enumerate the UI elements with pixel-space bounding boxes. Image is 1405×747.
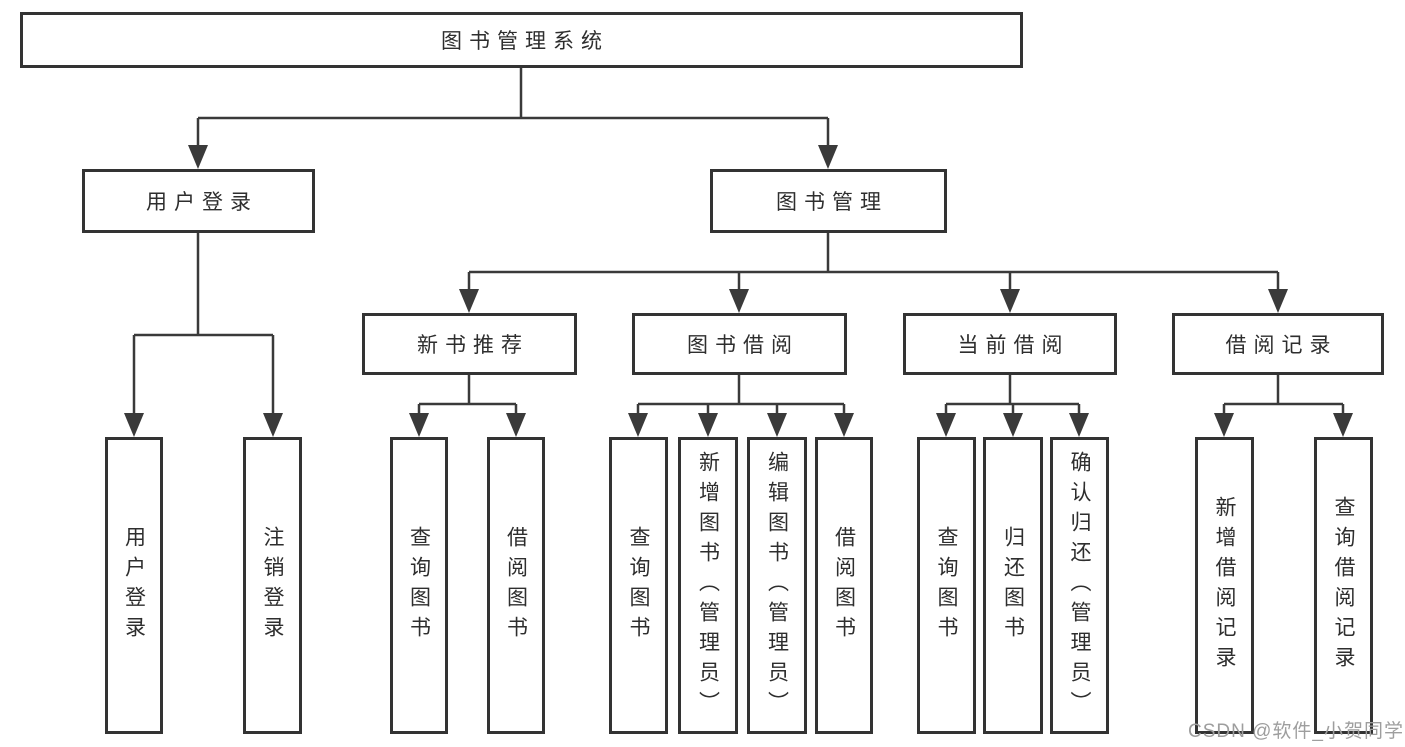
- node-label: 用户登录: [146, 191, 258, 214]
- leaf-label: 注销登录: [261, 525, 285, 646]
- leaf-query-borrow-record: 查询借阅记录: [1314, 437, 1373, 734]
- node-label: 当前借阅: [957, 334, 1070, 357]
- leaf-add-borrow-record: 新增借阅记录: [1195, 437, 1254, 734]
- leaf-label: 查询图书: [407, 525, 431, 646]
- leaf-user-login: 用户登录: [105, 437, 163, 734]
- leaf-label: 归还图书: [1001, 525, 1025, 646]
- node-current-borrowing: 当前借阅: [903, 313, 1117, 375]
- csdn-watermark: CSDN @软件_小贺同学: [1188, 721, 1404, 742]
- leaf-label: 编辑图书（管理员）: [765, 450, 789, 721]
- leaf-label: 借阅图书: [832, 525, 856, 646]
- leaf-label: 新增借阅记录: [1213, 495, 1237, 676]
- node-user-login: 用户登录: [82, 169, 315, 233]
- leaf-borrow-books-borrowing: 借阅图书: [815, 437, 873, 734]
- leaf-label: 新增图书（管理员）: [696, 450, 720, 721]
- node-system-root: 图书管理系统: [20, 12, 1023, 68]
- leaf-query-books-current: 查询图书: [917, 437, 976, 734]
- leaf-label: 借阅图书: [504, 525, 528, 646]
- leaf-borrow-books-recommend: 借阅图书: [487, 437, 545, 734]
- leaf-edit-book-admin: 编辑图书（管理员）: [747, 437, 807, 734]
- leaf-confirm-return-admin: 确认归还（管理员）: [1050, 437, 1109, 734]
- leaf-add-book-admin: 新增图书（管理员）: [678, 437, 738, 734]
- node-new-book-recommend: 新书推荐: [362, 313, 577, 375]
- leaf-label: 查询图书: [935, 525, 959, 646]
- leaf-query-books-borrowing: 查询图书: [609, 437, 668, 734]
- leaf-label: 确认归还（管理员）: [1068, 450, 1092, 721]
- node-label: 图书借阅: [687, 334, 799, 357]
- node-book-management: 图书管理: [710, 169, 947, 233]
- leaf-query-books-recommend: 查询图书: [390, 437, 448, 734]
- leaf-label: 查询借阅记录: [1332, 495, 1356, 676]
- leaf-label: 用户登录: [122, 525, 146, 646]
- node-label: 新书推荐: [417, 334, 529, 357]
- node-label: 图书管理: [776, 191, 888, 214]
- node-label: 图书管理系统: [441, 30, 609, 53]
- leaf-logout: 注销登录: [243, 437, 302, 734]
- node-label: 借阅记录: [1225, 334, 1338, 357]
- node-borrowing-records: 借阅记录: [1172, 313, 1384, 375]
- leaf-return-books: 归还图书: [983, 437, 1043, 734]
- leaf-label: 查询图书: [627, 525, 651, 646]
- node-book-borrowing: 图书借阅: [632, 313, 847, 375]
